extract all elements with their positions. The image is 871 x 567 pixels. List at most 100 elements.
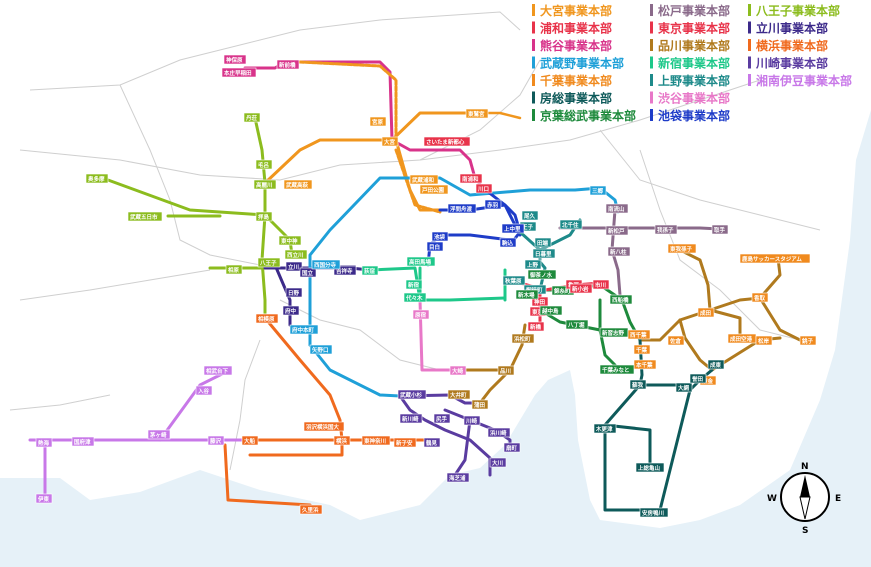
legend-swatch: [650, 91, 653, 104]
legend-label: 東京事業本部: [658, 21, 730, 36]
station-marker: [609, 294, 633, 305]
station-label: 大崎: [452, 367, 464, 375]
station-marker: [539, 305, 563, 316]
station-box: 銚子: [799, 335, 817, 346]
station-label: 池袋: [434, 233, 446, 241]
station-marker: [409, 174, 439, 185]
legend-swatch: [748, 21, 751, 34]
station-box: 茅ヶ崎: [147, 429, 171, 440]
station-box: 蘇我: [629, 379, 647, 390]
legend-swatch: [650, 21, 653, 34]
station-label: 東我孫子: [670, 245, 693, 253]
station-marker: [521, 210, 539, 221]
station-label: 蒲田: [474, 401, 486, 409]
legend-swatch: [532, 91, 535, 104]
station-label: 立川: [288, 263, 300, 271]
station-label: 上総亀山: [638, 464, 661, 472]
station-marker: [284, 249, 308, 260]
legend-label: 新宿事業本部: [658, 56, 730, 71]
station-box: 本庄早稲田: [221, 67, 257, 78]
legend-item: 品川事業本部: [650, 38, 730, 53]
station-label: 新八柱: [610, 248, 627, 256]
legend-label: 上野事業本部: [658, 73, 730, 88]
station-label: 荻窪: [364, 267, 376, 275]
station-marker: [711, 224, 729, 235]
station-box: 新木場: [515, 289, 539, 300]
station-label: 八丁堀: [567, 321, 585, 329]
station-marker: [633, 359, 657, 370]
station-marker: [654, 224, 678, 235]
station-label: 高田馬場: [409, 258, 432, 266]
legend-item: 武蔵野事業本部: [532, 56, 624, 71]
legend-item: 大宮事業本部: [532, 3, 612, 18]
station-marker: [751, 292, 769, 303]
station-box: 蒲田: [471, 399, 489, 410]
station-marker: [707, 359, 725, 370]
station-box: 品川: [497, 365, 515, 376]
station-box: 武蔵小杉: [397, 389, 427, 400]
station-marker: [527, 269, 557, 280]
station-box: 浜川崎: [487, 427, 511, 438]
station-marker: [412, 309, 430, 320]
station-marker: [449, 365, 467, 376]
station-label: 東中神: [281, 237, 298, 245]
station-marker: [253, 179, 277, 190]
station-label: 品川: [500, 367, 512, 375]
station-box: 市川: [592, 279, 610, 290]
station-marker: [697, 307, 715, 318]
legend-item: 房総事業本部: [532, 91, 612, 106]
station-box: 新橋: [527, 321, 545, 332]
station-marker: [465, 108, 489, 119]
compass-needle-north: [800, 475, 810, 497]
station-marker: [589, 185, 607, 196]
station-marker: [667, 335, 685, 346]
station-marker: [534, 237, 552, 248]
station-marker: [459, 173, 483, 184]
legend-label: 八王子事業本部: [755, 3, 840, 18]
legend-item: 京葉総武事業本部: [532, 108, 636, 123]
station-label: 成田空港: [730, 335, 753, 343]
station-label: 蘇我: [631, 381, 644, 389]
station-label: 鶴見: [426, 439, 438, 447]
station-box: 入谷: [195, 385, 213, 396]
station-marker: [207, 435, 225, 446]
station-box: 南浦和: [459, 173, 483, 184]
station-box: 成東: [707, 359, 725, 370]
station-box: 高麗川: [253, 179, 277, 190]
legend-swatch: [748, 56, 751, 69]
station-box: 東鷲宮: [465, 108, 489, 119]
station-box: 尾久: [521, 210, 539, 221]
station-box: 武蔵高萩: [283, 179, 313, 190]
station-box: 神保原: [223, 54, 247, 65]
legend-swatch: [532, 109, 535, 121]
station-box: 浜松町: [511, 333, 535, 344]
station-box: 新八柱: [607, 246, 631, 257]
station-marker: [85, 173, 109, 184]
station-marker: [278, 235, 302, 246]
station-label: 新宿: [408, 281, 420, 289]
station-marker: [463, 415, 481, 426]
station-marker: [241, 435, 259, 446]
legend-label: 松戸事業本部: [658, 3, 730, 18]
station-label: 東京: [532, 308, 544, 316]
station-marker: [639, 507, 669, 518]
station-box: 新小岩: [569, 283, 593, 294]
station-label: 吉祥寺: [336, 267, 353, 275]
station-box: 東我孫子: [667, 243, 697, 254]
station-box: 丹荘: [243, 112, 261, 123]
station-marker: [257, 257, 281, 268]
station-box: 相武台下: [203, 365, 233, 376]
legend-label: 品川事業本部: [658, 38, 730, 53]
station-marker: [605, 225, 629, 236]
station-box: 取手: [711, 224, 729, 235]
legend-swatch: [650, 74, 653, 86]
legend: 大宮事業本部浦和事業本部熊谷事業本部武蔵野事業本部千葉事業本部房総事業本部京葉総…: [532, 3, 852, 123]
station-label: さいたま新都心: [426, 138, 465, 146]
station-marker: [147, 429, 171, 440]
legend-swatch: [532, 21, 535, 34]
compass-e: E: [835, 494, 841, 504]
station-box: 西千葉: [627, 329, 651, 340]
station-label: 香取: [754, 294, 766, 302]
station-box: 吉祥寺: [333, 265, 357, 276]
station-box: 羽沢横浜国大: [303, 421, 345, 432]
